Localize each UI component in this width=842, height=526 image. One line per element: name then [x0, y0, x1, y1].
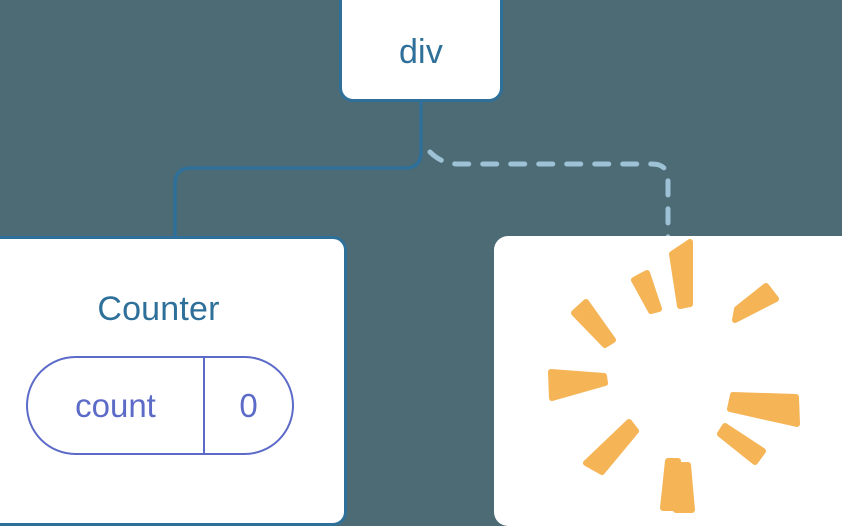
edge-div-sparkle [427, 149, 671, 241]
node-sparkle[interactable] [494, 236, 842, 526]
sparkle-burst-icon [548, 239, 800, 513]
ray-w [548, 369, 608, 401]
node-counter-label: Counter [97, 290, 220, 328]
node-counter[interactable]: Counter count 0 [0, 236, 347, 526]
node-div-label: div [398, 33, 444, 71]
ray-se [717, 423, 766, 465]
edge-div-counter [173, 100, 423, 240]
ray-sw [583, 419, 639, 475]
ray-s [660, 458, 686, 511]
ray-nw [571, 299, 616, 348]
state-pill-value: 0 [239, 386, 258, 424]
ray-e [727, 392, 800, 427]
edge-layer [173, 100, 671, 241]
ray-n [669, 239, 693, 309]
ray-ssw [673, 462, 695, 513]
state-pill-key: count [28, 358, 205, 453]
node-div[interactable]: div [339, 0, 503, 102]
ray-ne [732, 283, 779, 323]
state-pill-count[interactable]: count 0 [26, 356, 294, 455]
ray-nne [631, 270, 662, 314]
